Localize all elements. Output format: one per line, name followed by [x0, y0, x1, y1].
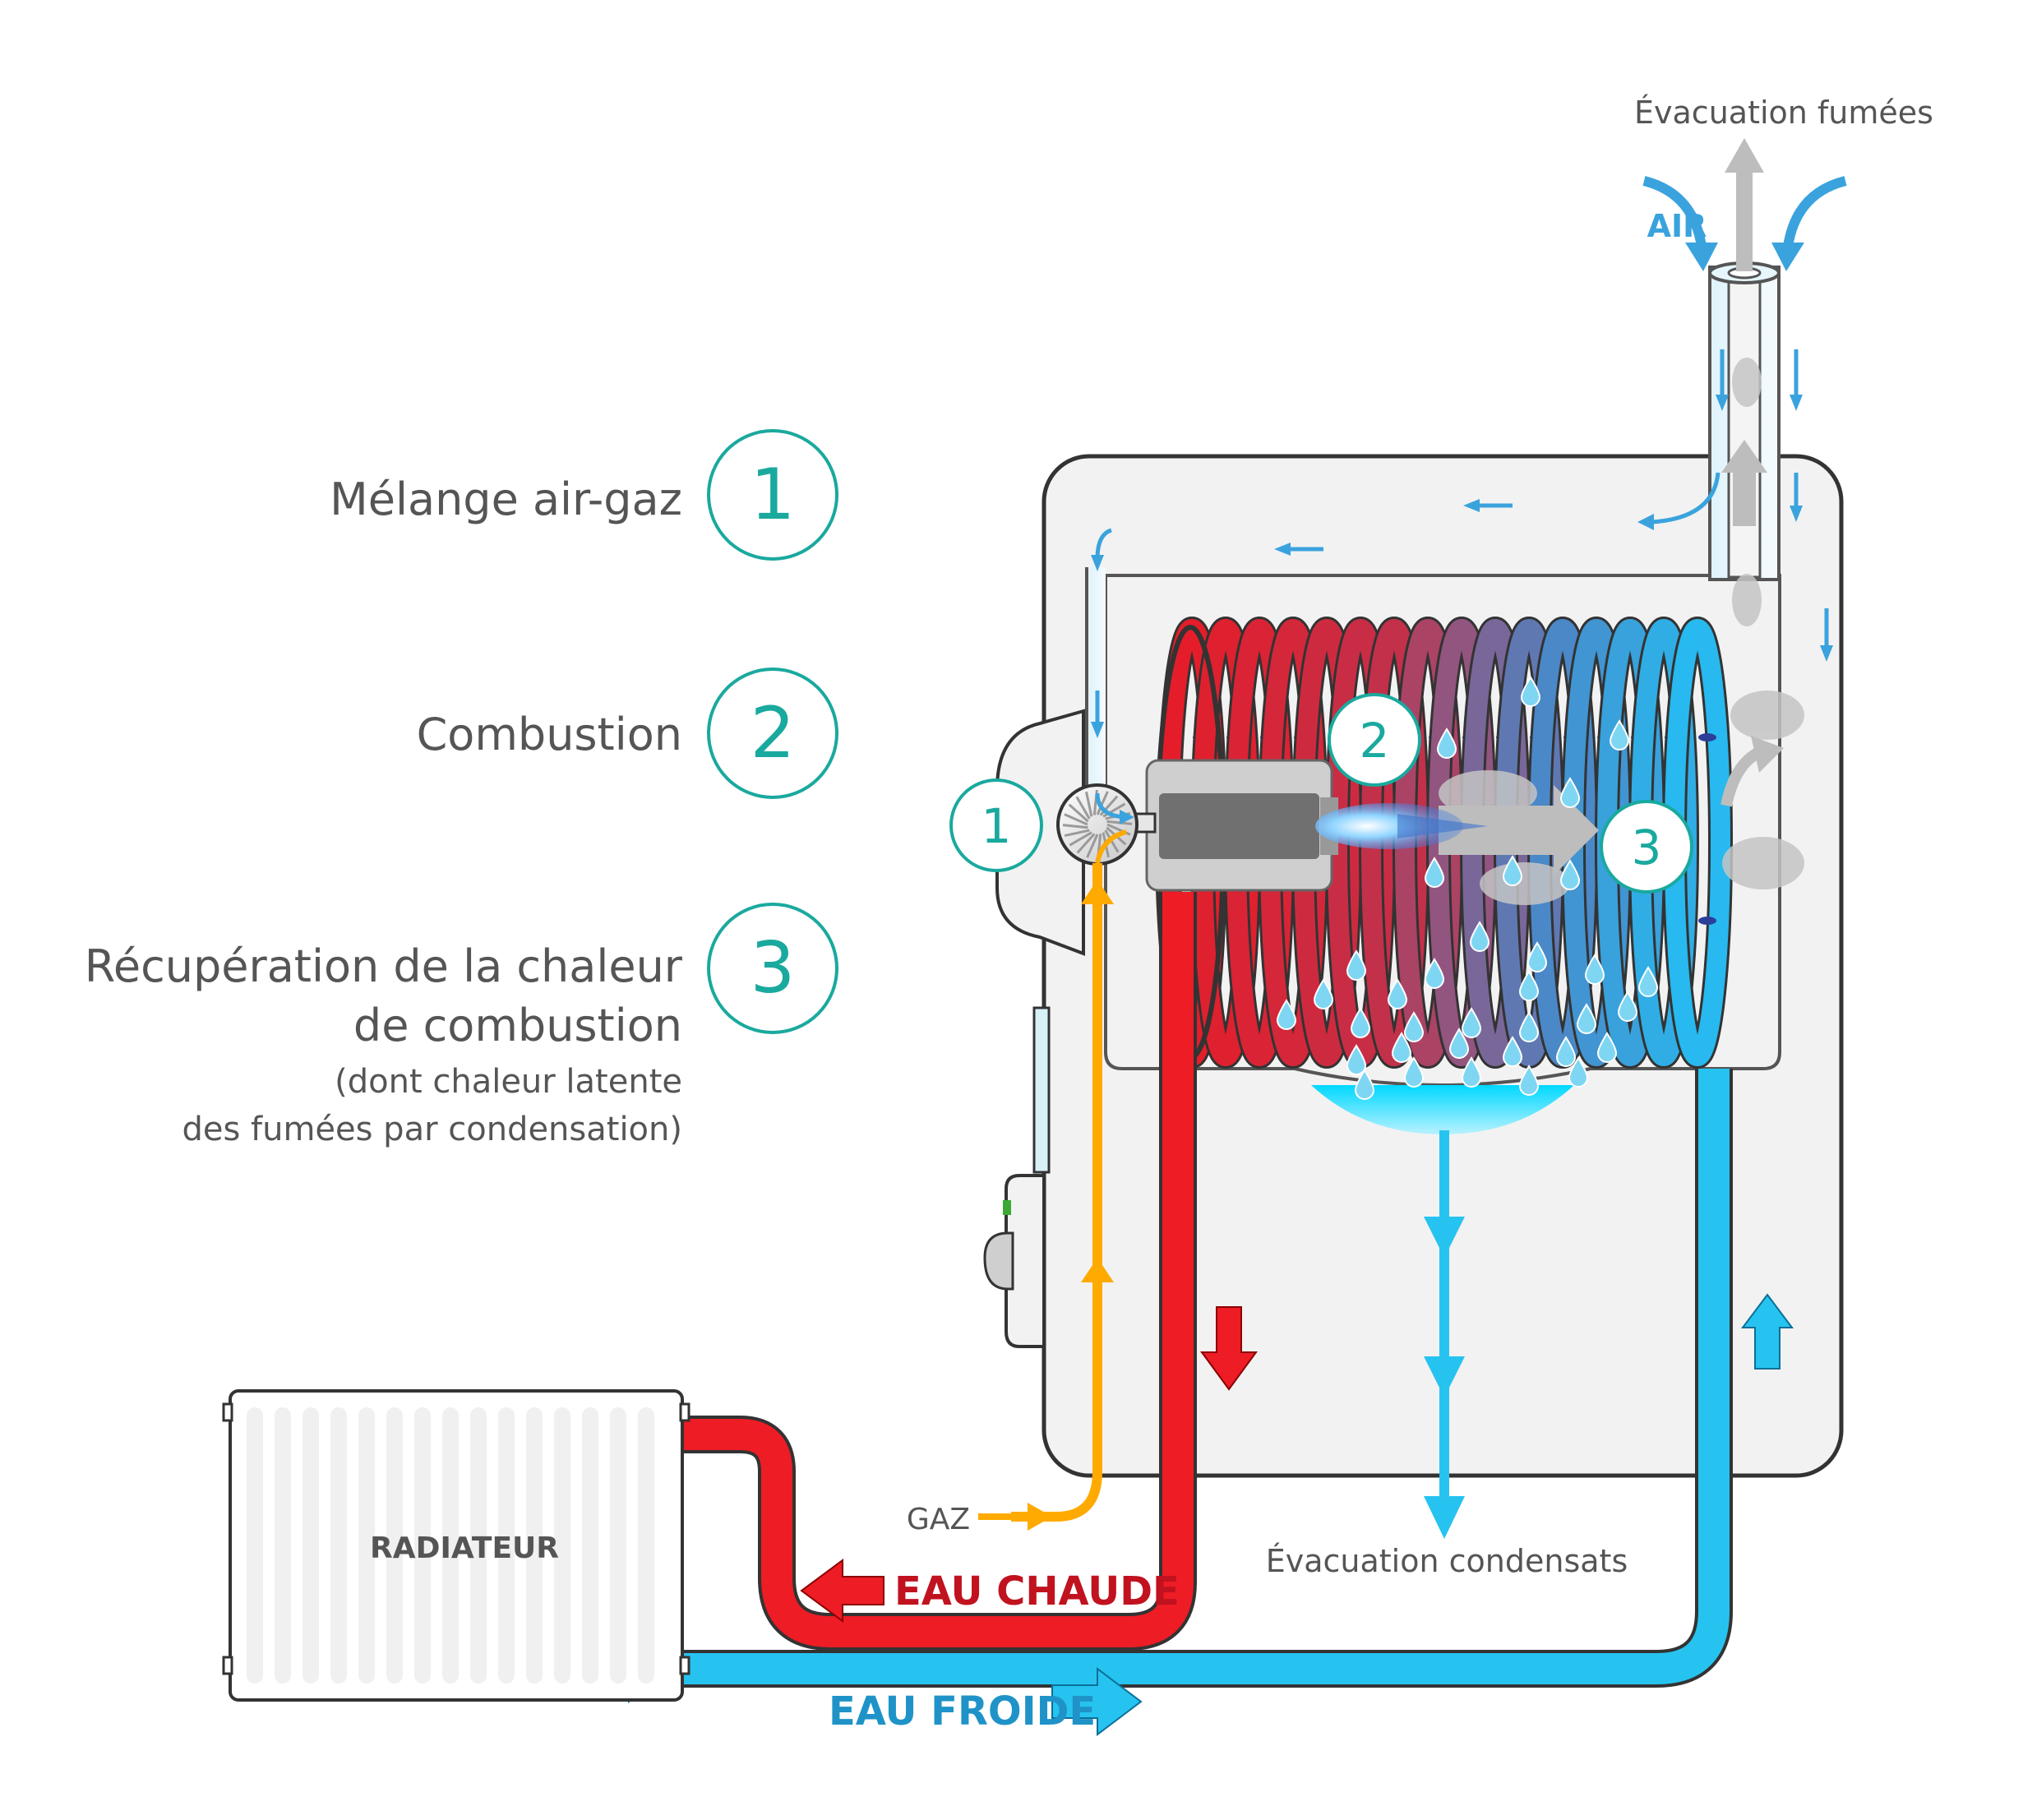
droplet-icon: [1555, 1036, 1577, 1067]
hot-water-label: EAU CHAUDE: [894, 1568, 1180, 1614]
radiator-fin: [275, 1407, 291, 1684]
air-flow-arrows: [1091, 176, 1847, 825]
droplet-icon: [1559, 859, 1581, 890]
fan-blade: [1096, 791, 1109, 815]
fan-blade: [1064, 813, 1088, 826]
condensate-exhaust-label: Évacuation condensats: [1266, 1543, 1628, 1579]
droplet-icon: [1596, 1032, 1618, 1063]
droplet-icon: [1276, 999, 1297, 1030]
legend-item-3-note-line1: (dont chaleur latente: [335, 1063, 682, 1101]
droplet-icon: [1568, 1056, 1589, 1088]
droplet-icon: [1346, 1044, 1367, 1075]
fan-blade: [1076, 833, 1096, 854]
air-label: AIR: [1647, 208, 1707, 244]
fan-blade: [1075, 796, 1091, 820]
droplet-icon: [1637, 966, 1659, 997]
droplet-icon: [1584, 954, 1605, 985]
droplet-icon: [1403, 1011, 1425, 1042]
droplet-icon: [1424, 958, 1445, 989]
droplet-icon: [1469, 921, 1490, 952]
legend-item-1-number: 1: [707, 429, 838, 561]
flue-gas-smoke: [1439, 358, 1804, 905]
droplet-icon: [1502, 1036, 1523, 1067]
droplet-icon: [1559, 777, 1581, 808]
fan-blade: [1086, 834, 1099, 858]
legend-item-2-label: Combustion: [416, 709, 682, 760]
fan-blade: [1069, 831, 1092, 847]
flue-exhaust-label: Évacuation fumées: [1634, 95, 1933, 131]
droplet-icon: [1350, 1007, 1371, 1038]
marker-2: 2: [1328, 693, 1421, 787]
radiator-fin: [526, 1407, 543, 1684]
cold-water-label: EAU FROIDE: [829, 1688, 1096, 1735]
radiator-fin: [442, 1407, 459, 1684]
legend-item-3-label-line2: de combustion: [353, 1000, 682, 1051]
radiator-fin: [610, 1407, 626, 1684]
svg-text:2: 2: [1360, 713, 1390, 769]
radiator-fin: [414, 1407, 431, 1684]
droplet-icon: [1346, 949, 1367, 981]
droplet-icon: [1526, 941, 1548, 972]
flame-icon: [1315, 803, 1463, 849]
radiator-fin: [582, 1407, 598, 1684]
flue-gas-arrows: [1439, 138, 1784, 875]
droplet-icon: [1518, 1065, 1540, 1096]
fan-blade: [1068, 803, 1089, 823]
radiator-fin: [470, 1407, 487, 1684]
radiator-label: RADIATEUR: [370, 1531, 559, 1565]
burner: [1145, 759, 1488, 892]
fan-blade: [1064, 829, 1090, 838]
gas-label: GAZ: [907, 1503, 970, 1536]
droplet-icon: [1313, 978, 1334, 1009]
radiator-fin: [554, 1407, 570, 1684]
condensate-sump: [1311, 1085, 1574, 1539]
fan-blade: [1084, 791, 1093, 817]
droplet-icon: [1387, 978, 1408, 1009]
radiator-fin: [638, 1407, 654, 1684]
radiator-fin: [247, 1407, 263, 1684]
svg-text:1: 1: [981, 798, 1012, 854]
legend-item-2-number: 2: [707, 667, 838, 799]
droplet-icon: [1403, 1056, 1425, 1088]
fan-blade: [1106, 820, 1133, 825]
droplet-icon: [1502, 855, 1523, 886]
radiator-fin: [498, 1407, 515, 1684]
marker-1: 1: [949, 778, 1043, 872]
droplet-icon: [1461, 1007, 1482, 1038]
droplet-icon: [1461, 1056, 1482, 1088]
legend-item-3-label-line1: Récupération de la chaleur: [84, 940, 682, 992]
radiator: RADIATEUR: [222, 1389, 690, 1702]
droplet-icon: [1424, 857, 1445, 888]
legend-item-3-number: 3: [707, 903, 838, 1034]
coil-opening: [1698, 917, 1716, 925]
droplet-icon: [1354, 1069, 1375, 1100]
radiator-fin: [358, 1407, 375, 1684]
flue-chimney: [1708, 261, 1781, 581]
fan-blade: [1062, 824, 1088, 829]
legend-item-1-label: Mélange air-gaz: [330, 473, 682, 525]
legend-item-3-note-line2: des fumées par condensation): [182, 1111, 682, 1148]
droplet-icon: [1520, 676, 1541, 707]
droplet-icon: [1518, 970, 1540, 1001]
droplet-icon: [1576, 1003, 1597, 1034]
gas-pipe: [978, 829, 1127, 1531]
droplet-icon: [1609, 719, 1630, 751]
radiator-fin: [303, 1407, 319, 1684]
svg-text:3: 3: [1632, 820, 1662, 875]
droplet-icon: [1436, 728, 1457, 759]
radiator-fin: [386, 1407, 403, 1684]
radiator-fin: [330, 1407, 347, 1684]
condensate-droplets: [1276, 676, 1659, 1100]
fan-blade: [1106, 823, 1131, 836]
droplet-icon: [1518, 1011, 1540, 1042]
coil-opening: [1698, 733, 1716, 741]
droplet-icon: [1617, 991, 1638, 1022]
droplet-icon: [1391, 1032, 1412, 1063]
droplet-icon: [1448, 1028, 1470, 1059]
marker-3: 3: [1600, 800, 1693, 894]
